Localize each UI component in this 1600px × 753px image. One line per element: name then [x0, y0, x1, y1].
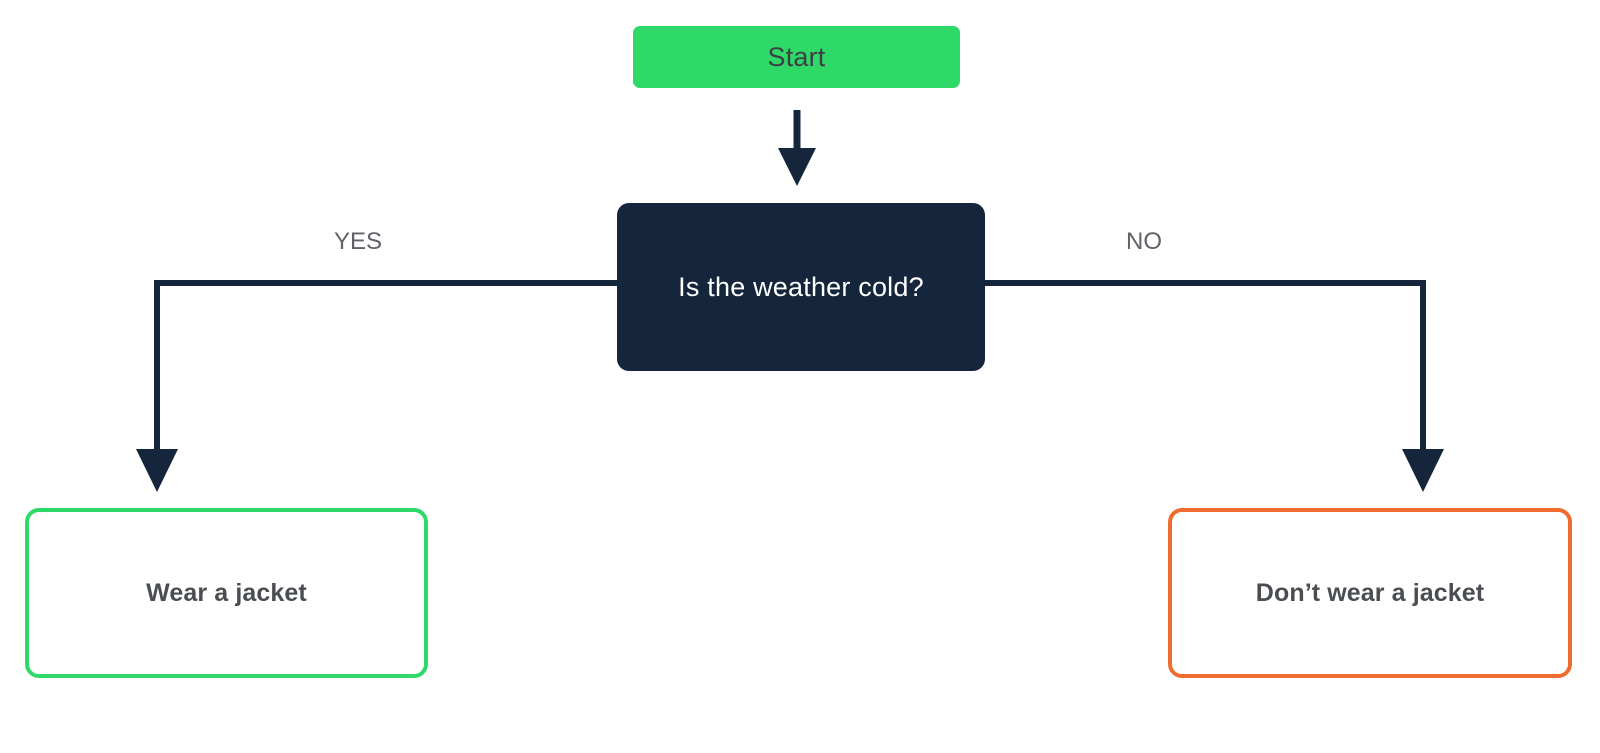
connector-decision-to-no: [985, 280, 1444, 492]
node-outcome-dont-wear-jacket[interactable]: Don’t wear a jacket: [1168, 508, 1572, 678]
node-outcome-dont-wear-jacket-label: Don’t wear a jacket: [1255, 578, 1485, 607]
connector-decision-to-yes: [136, 280, 617, 492]
node-start[interactable]: Start: [633, 26, 960, 88]
edge-label-yes: YES: [334, 228, 383, 255]
node-decision[interactable]: Is the weather cold?: [617, 203, 985, 371]
node-start-label: Start: [767, 41, 826, 72]
edge-label-no: NO: [1126, 228, 1162, 255]
node-outcome-wear-jacket-label: Wear a jacket: [146, 578, 307, 607]
node-decision-label: Is the weather cold?: [678, 271, 924, 302]
node-outcome-wear-jacket[interactable]: Wear a jacket: [25, 508, 428, 678]
connector-start-to-decision: [778, 110, 816, 186]
